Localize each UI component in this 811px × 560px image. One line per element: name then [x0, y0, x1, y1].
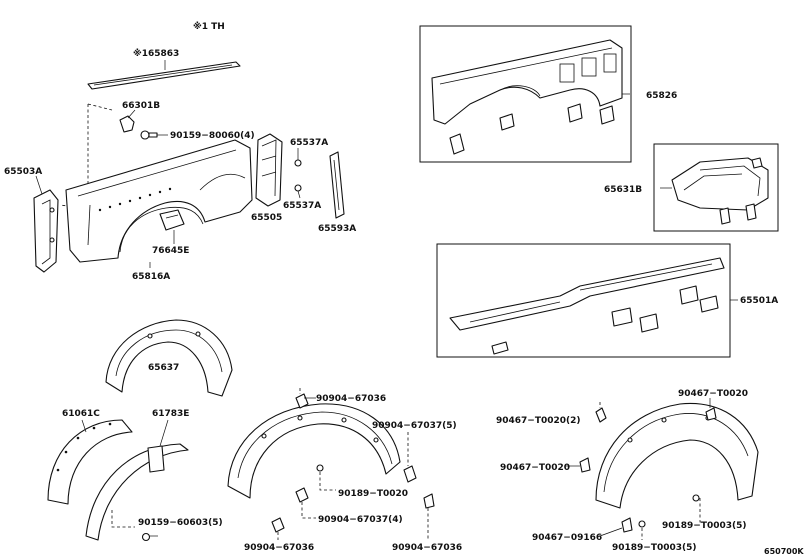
cover-65631B[interactable] [671, 157, 769, 225]
reinforcement-65593A[interactable] [329, 151, 345, 219]
label-90904-67036-c[interactable]: 90904−67036 [392, 543, 462, 553]
front-panel-65826[interactable] [431, 39, 623, 155]
end-cap-65503A[interactable] [33, 189, 59, 273]
clip-90467-T0020-top[interactable] [705, 407, 717, 421]
label-65593A[interactable]: 65593A [318, 224, 356, 234]
label-90467-T0020-mid[interactable]: 90467−T0020 [500, 463, 570, 473]
label-65503A[interactable]: 65503A [4, 167, 42, 177]
box-65631B [653, 143, 779, 232]
screw-90159-60603[interactable] [141, 532, 151, 542]
clip-90467-T0020-mid[interactable] [579, 457, 591, 473]
clip-90904-67036-c[interactable] [423, 493, 435, 509]
label-65631B[interactable]: 65631B [604, 185, 642, 195]
nut-90189-T0003-b[interactable] [638, 520, 646, 528]
label-65505[interactable]: 65505 [251, 213, 282, 223]
label-90159-60603[interactable]: 90159−60603(5) [138, 518, 223, 528]
label-61061C[interactable]: 61061C [62, 409, 100, 419]
label-90904-67036-a[interactable]: 90904−67036 [316, 394, 386, 404]
floor-panel-65501A[interactable] [449, 257, 725, 355]
label-65826[interactable]: 65826 [646, 91, 677, 101]
fender-liner-right[interactable] [595, 402, 759, 509]
rail-moulding-165863[interactable] [87, 61, 241, 90]
nut-90189-T0003-a[interactable] [692, 494, 700, 502]
clip-65537A-top[interactable] [294, 159, 302, 167]
label-90189-T0020[interactable]: 90189−T0020 [338, 489, 408, 499]
label-90904-67036-b[interactable]: 90904−67036 [244, 543, 314, 553]
label-note-1th: ※1 TH [193, 21, 225, 32]
label-90189-T0003-5-b[interactable]: 90189−T0003(5) [612, 543, 697, 553]
label-65537A-bottom[interactable]: 65537A [283, 201, 321, 211]
label-76645E[interactable]: 76645E [152, 246, 189, 256]
diagram-code: 650700K [764, 547, 804, 556]
fender-liner-center[interactable] [227, 403, 401, 499]
clip-65537A-bottom[interactable] [294, 184, 302, 192]
label-90904-67037-5[interactable]: 90904−67037(5) [372, 421, 457, 431]
label-66301B[interactable]: 66301B [122, 101, 160, 111]
label-90467-T0020-top[interactable]: 90467−T0020 [678, 389, 748, 399]
clip-90467-T0020-2[interactable] [595, 407, 607, 423]
label-90467-09166[interactable]: 90467−09166 [532, 533, 602, 543]
label-90904-67037-4[interactable]: 90904−67037(4) [318, 515, 403, 525]
wheel-arch-moulding-61061C[interactable] [47, 419, 133, 505]
clip-90904-67037-4[interactable] [295, 487, 309, 503]
label-90159-80060[interactable]: 90159−80060(4) [170, 131, 255, 141]
label-90189-T0003-5-a[interactable]: 90189−T0003(5) [662, 521, 747, 531]
label-165863[interactable]: ※165863 [133, 48, 179, 59]
label-65816A[interactable]: 65816A [132, 272, 170, 282]
pillar-65505[interactable] [255, 133, 283, 207]
clip-90904-67037-5[interactable] [403, 465, 417, 483]
clip-90904-67036-a[interactable] [295, 393, 309, 409]
box-65501A [436, 243, 731, 358]
clip-90467-09166[interactable] [621, 517, 633, 533]
wheel-arch-moulding-61783E[interactable] [85, 443, 189, 541]
bolt-90159-80060[interactable] [140, 130, 158, 140]
label-65501A[interactable]: 65501A [740, 296, 778, 306]
nut-90189-T0020[interactable] [316, 464, 324, 472]
bed-side-panel-65816A[interactable] [65, 139, 253, 263]
clip-90904-67036-b[interactable] [271, 517, 285, 533]
wheel-liner-65637[interactable] [105, 319, 233, 397]
label-65637[interactable]: 65637 [148, 363, 179, 373]
label-90467-T0020-2[interactable]: 90467−T0020(2) [496, 416, 581, 426]
box-65826 [419, 25, 632, 163]
bracket-76645E[interactable] [159, 209, 185, 231]
label-65537A-top[interactable]: 65537A [290, 138, 328, 148]
clip-66301B[interactable] [119, 115, 135, 133]
label-61783E[interactable]: 61783E [152, 409, 189, 419]
